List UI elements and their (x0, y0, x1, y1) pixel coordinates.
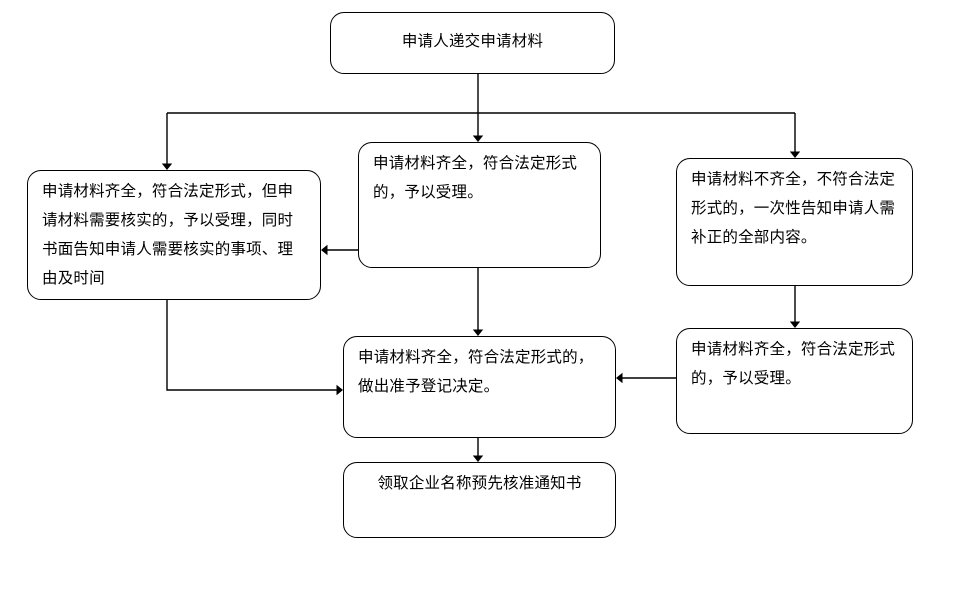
incomplete-notify-box[interactable]: 申请材料不齐全，不符合法定形式的，一次性告知申请人需补正的全部内容。 (676, 158, 913, 286)
accept-with-verification-box[interactable]: 申请材料齐全，符合法定形式，但申请材料需要核实的，予以受理，同时书面告知申请人需… (27, 170, 321, 300)
receive-approval-notice-label: 领取企业名称预先核准通知书 (377, 475, 582, 492)
submit-application-box[interactable]: 申请人递交申请材料 (330, 12, 615, 74)
approve-registration-box[interactable]: 申请材料齐全，符合法定形式的，做出准予登记决定。 (343, 336, 616, 438)
accept-complete-label: 申请材料齐全，符合法定形式的，予以受理。 (373, 155, 578, 201)
edge-verify-needed-to-approve (166, 300, 341, 391)
edge-accept-after-fix-to-approve-arrowhead (616, 372, 623, 384)
accept-complete-box[interactable]: 申请材料齐全，符合法定形式的，予以受理。 (358, 142, 601, 268)
incomplete-notify-label: 申请材料不齐全，不符合法定形式的，一次性告知申请人需补正的全部内容。 (691, 171, 896, 246)
accept-after-correction-box[interactable]: 申请材料齐全，符合法定形式的，予以受理。 (676, 328, 913, 434)
accept-with-verification-label: 申请材料齐全，符合法定形式，但申请材料需要核实的，予以受理，同时书面告知申请人需… (42, 183, 294, 287)
approve-registration-label: 申请材料齐全，符合法定形式的，做出准予登记决定。 (358, 349, 594, 395)
receive-approval-notice-box[interactable]: 领取企业名称预先核准通知书 (343, 462, 616, 538)
submit-application-label: 申请人递交申请材料 (401, 33, 544, 50)
accept-after-correction-label: 申请材料齐全，符合法定形式的，予以受理。 (691, 341, 896, 387)
edge-accept-complete-to-verify-needed-arrowhead (321, 244, 328, 256)
